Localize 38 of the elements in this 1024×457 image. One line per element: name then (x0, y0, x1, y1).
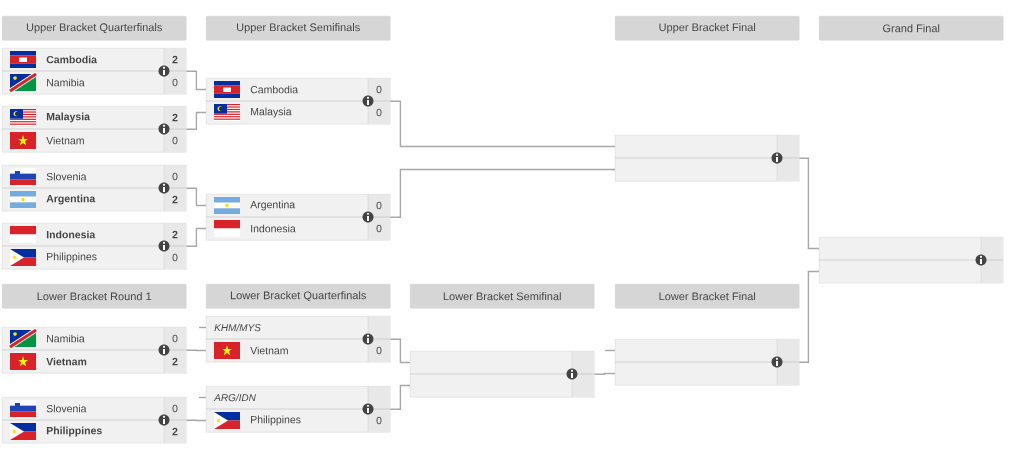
match-box (614, 134, 800, 182)
connector-line (185, 187, 207, 207)
match-box (409, 350, 595, 398)
round-header: Upper Bracket Quarterfinals (2, 16, 187, 41)
connector-line (593, 372, 616, 375)
connector-line (185, 111, 207, 130)
connector-line (185, 227, 207, 247)
connector-line (389, 338, 411, 364)
round-header: Grand Final (819, 16, 1004, 41)
round-header: Lower Bracket Final (615, 284, 800, 309)
connector-line (604, 349, 616, 352)
match-box: KHM/MYS Vietnam 0 (205, 315, 391, 363)
connector-line (198, 326, 207, 329)
connector-line (389, 100, 616, 148)
match-box: Argentina 0 Indonesia 0 (205, 193, 391, 241)
round-header: Upper Bracket Semifinals (206, 16, 391, 41)
connector-line (389, 384, 411, 410)
match-box: Cambodia 0 Malaysia 0 (205, 77, 391, 125)
match-box: Cambodia 2 Namibia 0 (1, 47, 187, 95)
match-box (818, 236, 1004, 284)
connector-line (185, 70, 207, 91)
match-box: Namibia 0 Vietnam 2 (1, 326, 187, 374)
connector-line (198, 396, 207, 399)
match-box: Slovenia 0 Argentina 2 (1, 164, 187, 212)
round-header: Lower Bracket Quarterfinals (206, 284, 391, 309)
match-box: ARG/IDN Philippines 0 (205, 385, 391, 433)
connector-line (389, 168, 616, 218)
round-header: Lower Bracket Round 1 (2, 284, 187, 309)
round-header: Upper Bracket Final (615, 16, 800, 41)
connector-line (185, 349, 207, 352)
connector-line (798, 157, 820, 250)
connector-line (185, 419, 207, 422)
match-box: Malaysia 2 Vietnam 0 (1, 105, 187, 153)
connector-line (798, 270, 820, 363)
match-box: Indonesia 2 Philippines 0 (1, 222, 187, 270)
round-header: Lower Bracket Semifinal (410, 284, 595, 309)
match-box: Slovenia 0 Philippines 2 (1, 396, 187, 444)
match-box (614, 338, 800, 386)
